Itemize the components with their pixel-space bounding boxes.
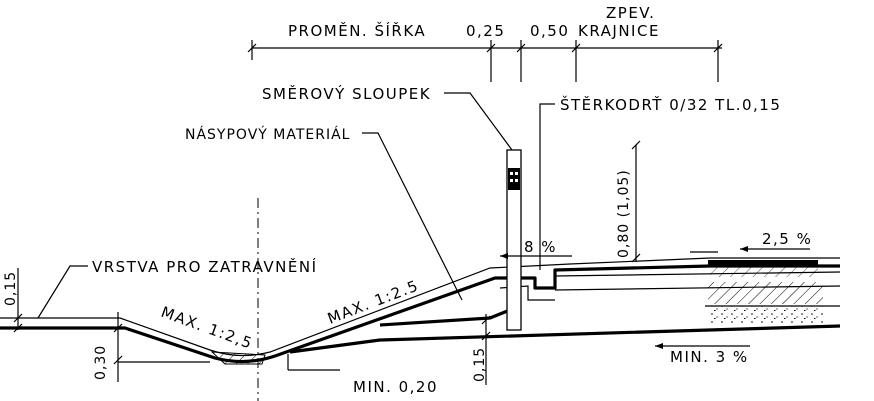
embankment-inner-line <box>379 308 511 327</box>
label-dim-015-left: 0,15 <box>3 271 19 306</box>
label-min-020: MIN. 0,20 <box>353 378 438 396</box>
label-variable-width: PROMĚN. ŠÍŘKA <box>288 21 426 40</box>
label-slope-8: 8 % <box>524 238 557 256</box>
guide-post-reflector <box>508 168 520 190</box>
label-dim-015-bottom: 0,15 <box>472 347 488 382</box>
asphalt-layer <box>708 260 818 265</box>
label-embankment: NÁSYPOVÝ MATERIÁL <box>185 126 350 143</box>
pavement-hatch <box>708 282 823 304</box>
label-paved-shoulder-1: ZPEV. <box>606 4 655 22</box>
label-dim-080: 0,80 (1,05) <box>616 169 632 258</box>
label-dim-025: 0,25 <box>466 22 505 40</box>
label-gravel: ŠTĚRKODRŤ 0/32 TL.0,15 <box>560 95 781 114</box>
label-paved-shoulder-2: KRAJNICE <box>578 22 660 40</box>
guide-post <box>506 149 522 331</box>
label-slope-25: 2,5 % <box>762 230 812 248</box>
gravel-dots <box>708 306 823 324</box>
ditch-fill <box>210 351 266 365</box>
base-line <box>289 324 841 354</box>
label-guide-post: SMĚROVÝ SLOUPEK <box>262 84 431 103</box>
asphalt-texture <box>710 265 818 277</box>
label-min-3: MIN. 3 % <box>670 348 749 366</box>
label-dim-030: 0,30 <box>93 345 109 380</box>
label-dim-050: 0,50 <box>530 22 569 40</box>
label-grass-layer: VRSTVA PRO ZATRAVNĚNÍ <box>92 257 318 276</box>
